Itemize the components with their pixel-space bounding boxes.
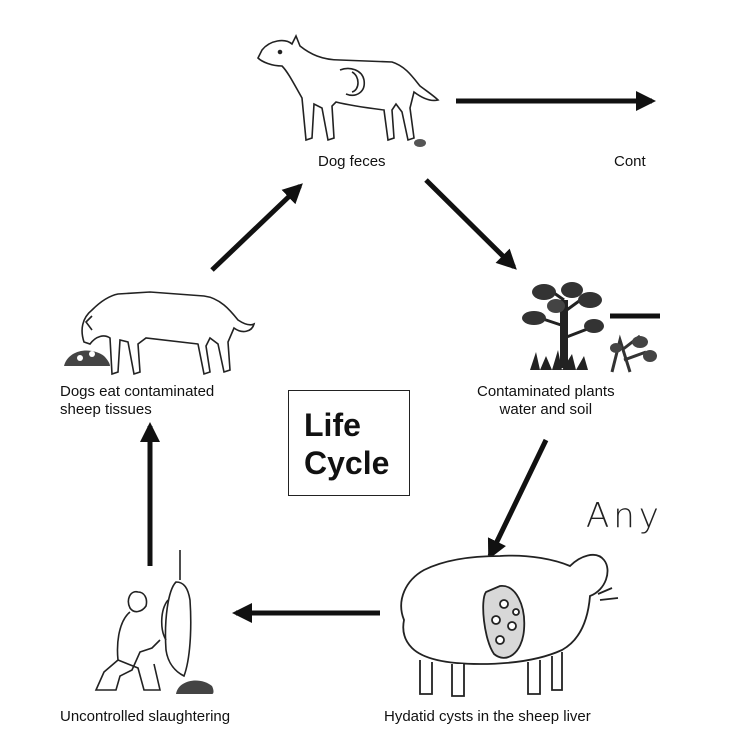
label-slaughtering: Uncontrolled slaughtering (60, 708, 230, 726)
label-sheep-liver: Hydatid cysts in the sheep liver (384, 708, 591, 726)
label-plants-line2: water and soil (499, 401, 593, 418)
label-dogs-eat-line2: sheep tissues (60, 401, 152, 418)
life-cycle-title-line2: Cycle (304, 445, 390, 481)
plants-illustration (522, 282, 657, 373)
label-slaughtering-text: Uncontrolled slaughtering (60, 708, 231, 725)
label-contaminated-cropped-text: Cont (614, 153, 646, 170)
feces-blob (414, 139, 426, 147)
arrow-dogs-to-feces (210, 183, 303, 272)
dog-eating-illustration (81, 291, 256, 376)
remains-pile (176, 680, 214, 694)
label-contaminated-plants: Contaminated plants water and soil (477, 383, 615, 419)
label-dog-feces-text: Dog feces (318, 153, 386, 170)
arrow-plants-to-sheep (487, 438, 549, 560)
sheep-illustration (400, 553, 619, 697)
dog-illustration (257, 34, 440, 142)
life-cycle-box (288, 390, 410, 496)
label-dogs-eat: Dogs eat contaminated sheep tissues (60, 383, 214, 419)
label-contaminated-cropped: Cont (614, 153, 659, 171)
life-cycle-title-line1: Life (304, 407, 361, 443)
label-dogs-eat-line1: Dogs eat contaminated (60, 383, 215, 400)
label-dog-feces: Dog feces (318, 153, 386, 171)
arrow-feces-to-plants (424, 178, 517, 270)
handwritten-note: Any (586, 496, 663, 536)
tissue-pile (64, 350, 110, 366)
life-cycle-title: Life Cycle (304, 406, 389, 482)
slaughter-illustration (94, 550, 192, 691)
label-sheep-liver-text: Hydatid cysts in the sheep liver (384, 708, 591, 725)
label-plants-line1: Contaminated plants (477, 383, 615, 400)
